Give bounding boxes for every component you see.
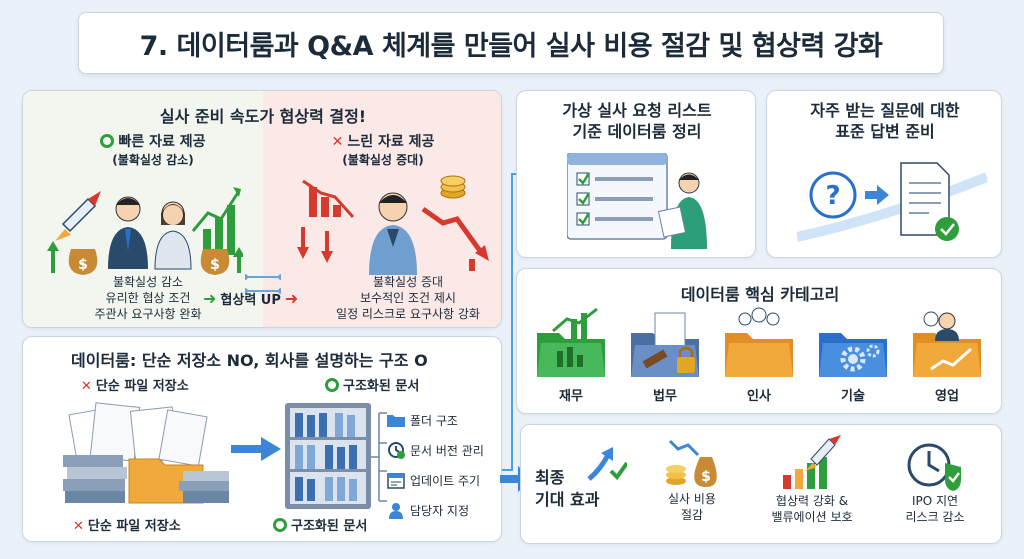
slow-effects: 불확실성 증대 보수적인 조건 제시 일정 리스크로 요구사항 강화	[336, 275, 480, 322]
folder-icon	[387, 415, 405, 427]
question-icon: ?	[809, 171, 857, 219]
chart-down-icon	[302, 179, 355, 219]
slow-sub: (불확실성 증대)	[342, 153, 424, 167]
worried-person-icon	[369, 192, 417, 275]
negotiation-up: ➜ 협상력 UP ➜	[203, 289, 299, 308]
lock-icon	[677, 346, 695, 373]
dataroom-panel: 데이터룸: 단순 저장소 NO, 회사를 설명하는 구조 O ✕단순 파일 저장…	[22, 336, 502, 542]
fast-label: 빠른 자료 제공	[63, 131, 243, 151]
dataroom-heading: 데이터룸: 단순 저장소 NO, 회사를 설명하는 구조 O	[71, 351, 428, 370]
outcome-heading: 최종 기대 효과	[535, 468, 600, 509]
businessperson-icon	[108, 196, 192, 270]
step1-title: 가상 실사 요청 리스트 기준 데이터룸 정리	[562, 101, 712, 141]
person-icon	[913, 311, 981, 377]
slow-illustration	[297, 175, 489, 275]
slow-label: ✕느린 자료 제공	[331, 134, 435, 150]
category-label: 법무	[653, 389, 677, 404]
calendar-icon	[387, 473, 405, 489]
page-title: 7. 데이터룸과 Q&A 체계를 만들어 실사 비용 절감 및 협상력 강화	[78, 12, 944, 74]
rocket-icon	[55, 191, 101, 241]
shield-check-icon	[907, 443, 961, 491]
person-icon	[389, 503, 403, 519]
step2-title: 자주 받는 질문에 대한 표준 답변 준비	[810, 101, 960, 141]
outcome-label: 협상력 강화 & 밸류에이션 보호	[771, 494, 853, 525]
outcome-label: IPO 지연 리스크 감소	[905, 494, 965, 525]
chart-down-icon	[469, 259, 475, 271]
gear-icon	[819, 333, 887, 377]
faq-illustration: ?	[797, 162, 987, 242]
folder-icon	[725, 307, 793, 377]
category-label: 영업	[935, 389, 959, 404]
category-hr: 인사	[719, 307, 799, 404]
person-icon	[657, 172, 707, 249]
structured-label: 구조화된 문서	[325, 375, 419, 394]
money-bag-icon: $	[666, 439, 717, 487]
outcome-label: 실사 비용 절감	[668, 492, 716, 523]
speed-heading: 실사 준비 속도가 협상력 결정!	[159, 107, 367, 126]
category-legal: 법무	[625, 307, 705, 404]
category-label: 인사	[747, 389, 771, 404]
rocket-icon	[783, 435, 841, 489]
connector-lines	[245, 274, 281, 294]
step-faq-panel: 자주 받는 질문에 대한 표준 답변 준비 ?	[766, 90, 1002, 258]
category-label: 재무	[559, 389, 583, 404]
category-sales: 영업	[907, 307, 987, 404]
feature-version: 문서 버전 관리	[387, 435, 501, 465]
svg-text:?: ?	[825, 181, 840, 211]
clock-icon	[388, 442, 405, 459]
simple-storage-bottom: ✕단순 파일 저장소	[73, 519, 181, 534]
svg-text:$: $	[78, 257, 88, 273]
categories-heading: 데이터룸 핵심 카테고리	[680, 285, 840, 304]
outcome-cost: $ 실사 비용 절감	[647, 437, 737, 523]
gavel-icon	[631, 312, 699, 377]
fast-illustration: $ $	[47, 187, 243, 275]
feature-update: 업데이트 주기	[387, 465, 501, 495]
money-bag-icon: $ $	[68, 249, 230, 275]
category-tech: 기술	[813, 307, 893, 404]
arrow-right-icon	[231, 437, 281, 461]
categories-panel: 데이터룸 핵심 카테고리 재무 법무 인사	[516, 268, 1002, 414]
document-check-icon	[900, 162, 959, 241]
speed-panel: 실사 준비 속도가 협상력 결정! 빠른 자료 제공 (불확실성 감소) ✕느린…	[22, 90, 502, 328]
feature-list: 폴더 구조 문서 버전 관리 업데이트 주기 담당자 지정	[387, 405, 501, 525]
svg-text:$: $	[210, 257, 220, 273]
svg-text:$: $	[701, 469, 711, 485]
simple-storage-label: ✕단순 파일 저장소	[81, 379, 189, 394]
outcome-panel: 최종 기대 효과 $ 실사 비용 절감 협상력 강화 & 밸류에이션 보호	[520, 424, 1002, 544]
step-checklist-panel: 가상 실사 요청 리스트 기준 데이터룸 정리	[516, 90, 756, 258]
structured-bottom: 구조화된 문서	[273, 515, 367, 534]
fast-sub: (불확실성 감소)	[112, 153, 194, 167]
outcome-negotiation: 협상력 강화 & 밸류에이션 보호	[757, 435, 867, 525]
bookshelf-icon	[285, 403, 371, 509]
category-finance: 재무	[531, 307, 611, 404]
outcome-ipo: IPO 지연 리스크 감소	[885, 437, 985, 525]
checklist-icon	[567, 153, 707, 249]
coins-icon	[440, 175, 466, 199]
feature-owner: 담당자 지정	[387, 495, 501, 525]
file-stack-icon	[63, 402, 229, 504]
chart-up-icon	[191, 187, 241, 255]
feature-folder: 폴더 구조	[387, 405, 501, 435]
category-label: 기술	[841, 389, 865, 404]
chart-up-icon	[587, 447, 627, 481]
chart-up-icon	[537, 307, 605, 377]
feature-connector	[371, 412, 387, 502]
fast-effects: 불확실성 감소 유리한 협상 조건 주관사 요구사항 완화	[94, 275, 202, 322]
